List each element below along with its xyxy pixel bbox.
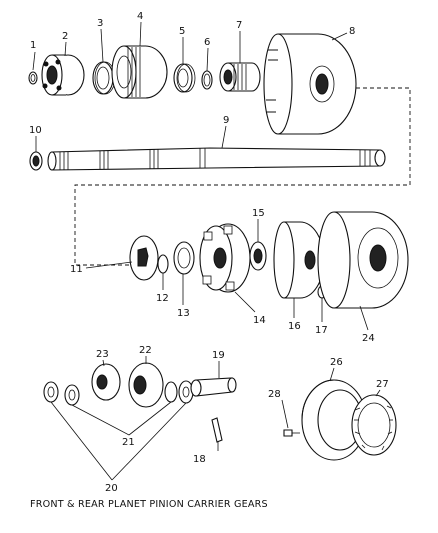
assembly-path-line [74,87,411,266]
part-12-snap-ring [157,254,169,274]
part-11-thrust-plate [129,235,159,281]
leader-lines [32,21,381,481]
callout-11: 11 [70,264,83,275]
callout-labels: 1 2 3 4 5 6 7 8 9 10 11 12 13 14 15 16 1… [29,11,389,494]
part-5-washer [173,63,196,93]
callout-3: 3 [97,18,103,29]
part-27-roller-clutch [351,394,397,456]
callout-10: 10 [29,125,42,136]
part-21-washer-left [64,384,80,406]
part-20-thrust-washer-left [43,381,59,403]
callout-4: 4 [137,11,143,22]
callout-22: 22 [139,345,152,356]
part-19-pinion-shaft [190,377,237,397]
callout-8: 8 [349,26,355,37]
part-8-clutch-drum [263,33,357,135]
part-1-snap-ring [28,71,38,85]
part-9-input-shaft [47,147,386,171]
part-28-screw [283,429,300,437]
callout-1: 1 [30,40,36,51]
callout-17: 17 [315,325,328,336]
part-13-thrust-washer [173,241,195,275]
part-24-annulus-gear [317,211,409,309]
callout-5: 5 [179,26,185,37]
part-23-pinion-gear-small [91,363,121,401]
callout-14: 14 [253,315,266,326]
callout-20: 20 [105,483,118,494]
part-20-thrust-washer-right [178,380,194,404]
part-22-pinion-gear-large [128,362,164,408]
callout-9: 9 [223,115,229,126]
part-2-bearing-hub [41,54,85,96]
callout-24: 24 [362,333,375,344]
part-10-thrust-washer [29,151,43,171]
callout-12: 12 [156,293,169,304]
part-15-sun-gear [249,241,267,271]
callout-13: 13 [177,308,190,319]
part-16-reaction-drum [273,221,325,299]
callout-15: 15 [252,208,265,219]
diagram-caption: FRONT & REAR PLANET PINION CARRIER GEARS [30,499,268,510]
part-7-splined-sleeve [219,62,261,92]
callout-7: 7 [236,20,242,31]
callout-18: 18 [193,454,206,465]
callout-21: 21 [122,437,135,448]
callout-26: 26 [330,357,343,368]
callout-6: 6 [204,37,210,48]
part-4-ring-gear [111,45,168,99]
callout-27: 27 [376,379,389,390]
part-26-roller-clutch-race [301,379,367,461]
part-6-snap-ring [201,70,213,90]
part-14-planet-carrier [199,223,251,293]
part-21-washer-right [164,381,178,403]
callout-2: 2 [62,31,68,42]
callout-19: 19 [212,350,225,361]
callout-28: 28 [268,389,281,400]
callout-23: 23 [96,349,109,360]
callout-16: 16 [288,321,301,332]
part-18-roll-pin [211,417,223,443]
